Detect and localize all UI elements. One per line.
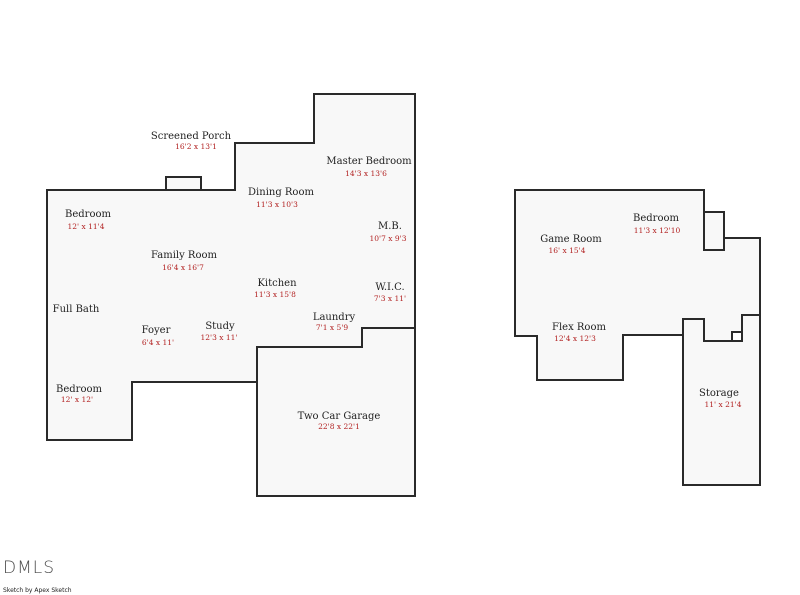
study-label: Study [205, 321, 235, 332]
mls-brand-logo: DMLS [3, 558, 56, 578]
bedroom-2-label: Bedroom [56, 384, 102, 395]
bedroom-3-dimensions: 11'3 x 12'10 [634, 226, 681, 235]
wic-dimensions: 7'3 x 11' [374, 294, 406, 303]
dining-room-label: Dining Room [248, 187, 314, 198]
full-bath-label: Full Bath [53, 304, 100, 315]
mb-label: M.B. [378, 221, 402, 232]
sketch-credit: Sketch by Apex Sketch [3, 587, 72, 594]
study-dimensions: 12'3 x 11' [201, 333, 238, 342]
storage-dimensions: 11' x 21'4 [705, 400, 742, 409]
game-room-dimensions: 16' x 15'4 [549, 246, 586, 255]
foyer-label: Foyer [142, 325, 171, 336]
master-bedroom-label: Master Bedroom [326, 156, 412, 167]
laundry-dimensions: 7'1 x 5'9 [316, 323, 348, 332]
bedroom-1-label: Bedroom [65, 209, 111, 220]
dining-room-dimensions: 11'3 x 10'3 [256, 200, 298, 209]
kitchen-dimensions: 11'3 x 15'8 [254, 290, 296, 299]
wic-label: W.I.C. [375, 282, 404, 293]
family-room-label: Family Room [151, 250, 217, 261]
mb-dimensions: 10'7 x 9'3 [370, 234, 407, 243]
storage-outline [682, 314, 761, 486]
bedroom-2-dimensions: 12' x 12' [61, 395, 93, 404]
screened-porch-label: Screened Porch [151, 131, 232, 142]
two-car-garage-dimensions: 22'8 x 22'1 [318, 422, 360, 431]
closet-outline [703, 211, 725, 251]
two-car-garage-label: Two Car Garage [298, 411, 381, 422]
screened-porch-dimensions: 16'2 x 13'1 [175, 142, 217, 151]
master-bedroom-dimensions: 14'3 x 13'6 [345, 169, 387, 178]
garage-outline [256, 327, 416, 497]
storage-label: Storage [699, 388, 739, 399]
foyer-dimensions: 6'4 x 11' [142, 338, 174, 347]
flex-room-label: Flex Room [552, 322, 606, 333]
flex-room-dimensions: 12'4 x 12'3 [554, 334, 596, 343]
game-room-label: Game Room [540, 234, 602, 245]
kitchen-label: Kitchen [257, 278, 297, 289]
laundry-label: Laundry [313, 312, 356, 323]
family-room-dimensions: 16'4 x 16'7 [162, 263, 204, 272]
bedroom-1-dimensions: 12' x 11'4 [68, 222, 105, 231]
bedroom-3-label: Bedroom [633, 213, 679, 224]
main-floor-outline [46, 93, 416, 441]
